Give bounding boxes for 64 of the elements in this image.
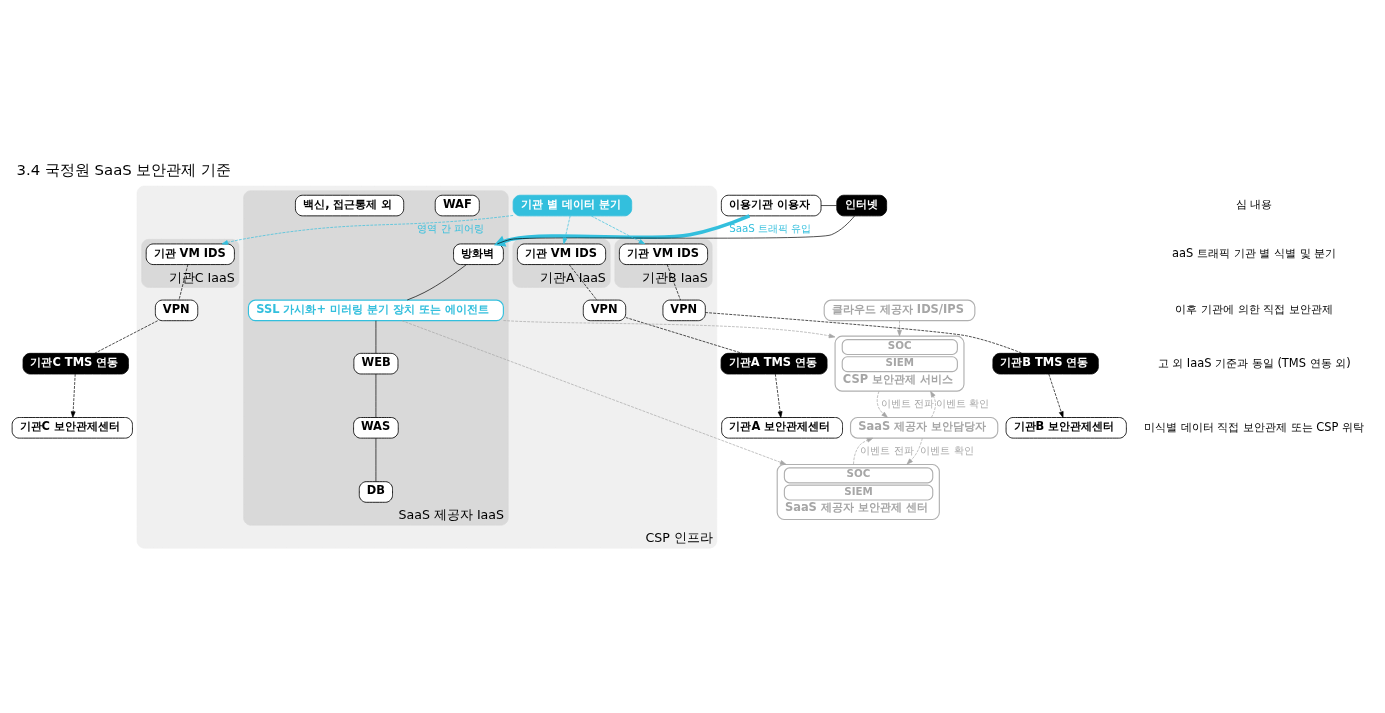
- arrow: [221, 215, 513, 245]
- connector: [93, 320, 158, 354]
- node-box: 기관C TMS 연동: [22, 352, 129, 375]
- node-box: SSL 가시화+ 미러링 분기 장치 또는 에이전트: [247, 299, 504, 322]
- connector: [375, 437, 376, 482]
- edge-label: 이벤트 확인: [935, 396, 989, 409]
- node-box: 기관A TMS 연동: [720, 352, 827, 375]
- arrow: [590, 215, 645, 245]
- edge-label: 영역 간 피어링: [416, 221, 484, 234]
- connector: [406, 264, 467, 301]
- node-box: 인터넷: [835, 194, 887, 217]
- node-box: 기관 VM IDS: [618, 243, 708, 265]
- diagram-title: 3.4 국정원 SaaS 보안관제 기준: [16, 160, 231, 179]
- node-box: 기관 별 데이터 분기: [512, 194, 632, 217]
- connector: [178, 264, 188, 301]
- connector: [666, 264, 681, 301]
- arrow: [896, 320, 902, 337]
- node-box: 기관 VM IDS: [145, 243, 235, 265]
- arrow: [1047, 373, 1063, 418]
- node-box: VPN: [154, 299, 198, 322]
- connector: [375, 320, 376, 354]
- edge-label: 이벤트 전파: [859, 443, 914, 456]
- edge-label: 이벤트 전파: [880, 396, 934, 409]
- node-box: VPN: [582, 299, 626, 322]
- node-box: SOC SIEM SaaS 제공자 보안관제 센터: [776, 463, 940, 521]
- node-box: WAF: [434, 194, 480, 217]
- node-box: SOC SIEM CSP 보안관제 서비스: [834, 335, 965, 392]
- node-box: WEB: [352, 352, 398, 375]
- node-box: VPN: [662, 299, 706, 322]
- node-box: DB: [358, 481, 393, 503]
- arrow: [774, 373, 782, 418]
- label: 미식별 데이터 직접 보안관제 또는 CSP 위탁: [1143, 419, 1364, 434]
- node-box: SaaS 제공자 보안담당자: [849, 416, 998, 439]
- connector: [820, 205, 837, 206]
- node-box: 이용기관 이용자: [720, 194, 821, 217]
- arrow: [502, 320, 835, 339]
- node-box: 백신, 접근통제 외: [294, 194, 404, 217]
- label: 이후 기관에 의한 직접 보안관제: [1174, 302, 1333, 317]
- connector: [624, 317, 743, 354]
- arrow: [562, 215, 570, 245]
- arrow: [493, 214, 750, 247]
- edge-label: SaaS 트래픽 유입: [728, 221, 811, 234]
- arrow: [929, 391, 936, 418]
- node-box: WAS: [352, 417, 399, 439]
- arrow: [876, 391, 888, 418]
- label: aaS 트래픽 기관 별 식별 및 분기: [1171, 246, 1336, 261]
- node-box: 기관B TMS 연동: [991, 352, 1099, 375]
- node-box: 클라우드 제공자 IDS/IPS: [823, 299, 975, 322]
- arrow: [70, 373, 76, 418]
- label: 심 내용: [1235, 197, 1272, 212]
- arrow: [852, 437, 873, 465]
- connector: [375, 373, 376, 418]
- node-box: 방화벽: [452, 243, 504, 265]
- node-box: 기관B 보안관제센터: [1005, 417, 1127, 439]
- connector: [496, 215, 855, 245]
- edge-label: 이벤트 확인: [919, 443, 974, 456]
- arrow: [906, 437, 923, 465]
- arrow: [401, 320, 786, 465]
- label: 고 외 IaaS 기준과 동일 (TMS 연동 외): [1157, 355, 1351, 370]
- node-box: 기관A 보안관제센터: [720, 417, 843, 439]
- node-box: 기관C 보안관제센터: [11, 417, 133, 439]
- node-box: 기관 VM IDS: [516, 243, 606, 265]
- connector: [704, 312, 1023, 354]
- connector: [568, 264, 597, 301]
